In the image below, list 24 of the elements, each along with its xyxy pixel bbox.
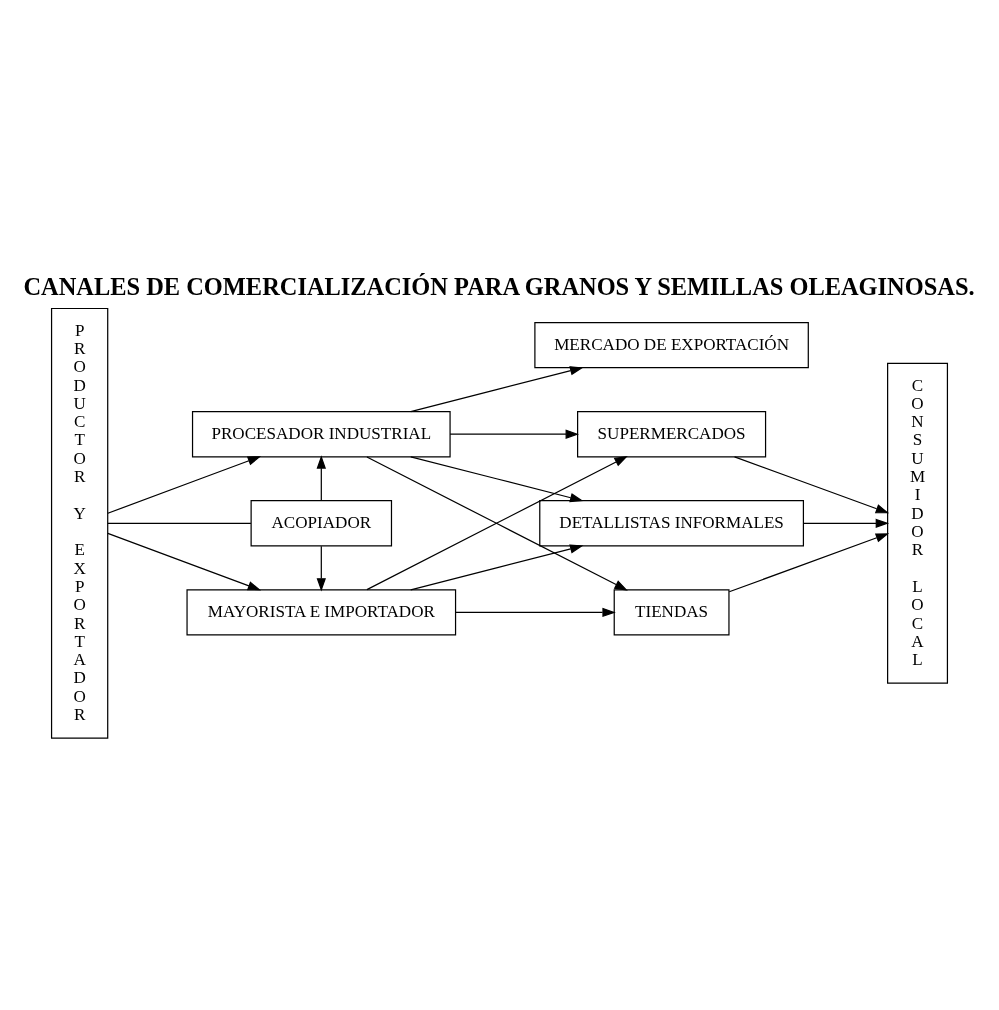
node-box: PRODUCTOR Y EXPORTADOR bbox=[50, 307, 109, 739]
arrow bbox=[107, 456, 262, 514]
arrow bbox=[316, 455, 326, 502]
arrow bbox=[449, 429, 579, 439]
node-box: ACOPIADOR bbox=[250, 500, 393, 547]
arrow bbox=[410, 366, 584, 413]
arrow bbox=[728, 533, 890, 593]
arrow bbox=[107, 532, 262, 591]
node-box: TIENDAS bbox=[613, 589, 730, 636]
arrow bbox=[410, 456, 584, 503]
node-box: PROCESADOR INDUSTRIAL bbox=[191, 411, 451, 458]
arrow bbox=[455, 607, 616, 618]
node-box: SUPERMERCADOS bbox=[577, 411, 767, 458]
node-box: CONSUMIDOR LOCAL bbox=[887, 362, 949, 684]
node-box: MERCADO DE EXPORTACIÓN bbox=[534, 321, 809, 369]
node-box: MAYORISTA E IMPORTADOR bbox=[186, 589, 457, 636]
arrow bbox=[366, 456, 628, 591]
arrow bbox=[316, 545, 326, 592]
diagram-title: CANALES DE COMERCIALIZACIÓN PARA GRANOS Y SEMILLAS OLEAGINOSAS. bbox=[23, 273, 975, 301]
arrow bbox=[410, 544, 584, 591]
connector bbox=[107, 522, 252, 524]
arrow bbox=[733, 456, 890, 514]
node-box: DETALLISTAS INFORMALES bbox=[539, 500, 804, 547]
arrow bbox=[802, 518, 890, 528]
